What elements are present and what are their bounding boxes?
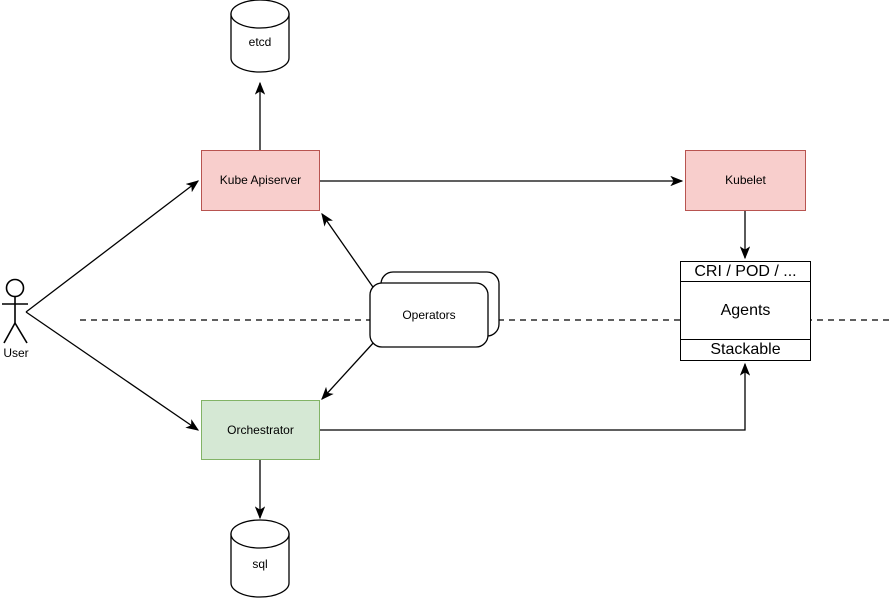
- agents-stack-header: CRI / POD / ...: [681, 262, 810, 282]
- agents-stack-node[interactable]: CRI / POD / ... Agents Stackable: [680, 261, 811, 361]
- user-actor-label: User: [3, 346, 29, 360]
- sql-cylinder-shape: [230, 519, 290, 598]
- edge-operators-to-apiserver: [321, 212, 376, 291]
- user-actor-figure: [2, 278, 28, 344]
- operators-front-card[interactable]: [369, 282, 489, 348]
- orchestrator-node[interactable]: Orchestrator: [201, 400, 320, 460]
- sql-node[interactable]: sql: [231, 544, 289, 584]
- etcd-cylinder-shape: [230, 0, 290, 73]
- operators-node[interactable]: Operators: [370, 283, 488, 347]
- edge-user-to-apiserver: [25, 180, 200, 313]
- edge-operators-to-orchestrator: [321, 340, 376, 400]
- agents-stack-body-label: Agents: [720, 301, 771, 319]
- kubelet-label: Kubelet: [725, 173, 766, 188]
- kube-apiserver-node[interactable]: Kube Apiserver: [201, 150, 320, 211]
- etcd-node[interactable]: etcd: [231, 22, 289, 62]
- etcd-label: etcd: [248, 34, 272, 49]
- agents-stack-footer: Stackable: [681, 339, 810, 359]
- operators-label: Operators: [402, 307, 456, 322]
- kubelet-node[interactable]: Kubelet: [685, 150, 806, 211]
- agents-stack-footer-label: Stackable: [710, 340, 781, 358]
- edge-user-to-orchestrator: [25, 311, 200, 431]
- sql-label: sql: [252, 556, 268, 571]
- agents-stack-body: Agents: [681, 282, 810, 339]
- edge-orchestrator-to-stackable: [320, 362, 751, 431]
- kube-apiserver-label: Kube Apiserver: [219, 173, 302, 188]
- agents-stack-header-label: CRI / POD / ...: [694, 262, 797, 280]
- user-actor-node[interactable]: User: [0, 346, 32, 360]
- orchestrator-label: Orchestrator: [227, 422, 294, 437]
